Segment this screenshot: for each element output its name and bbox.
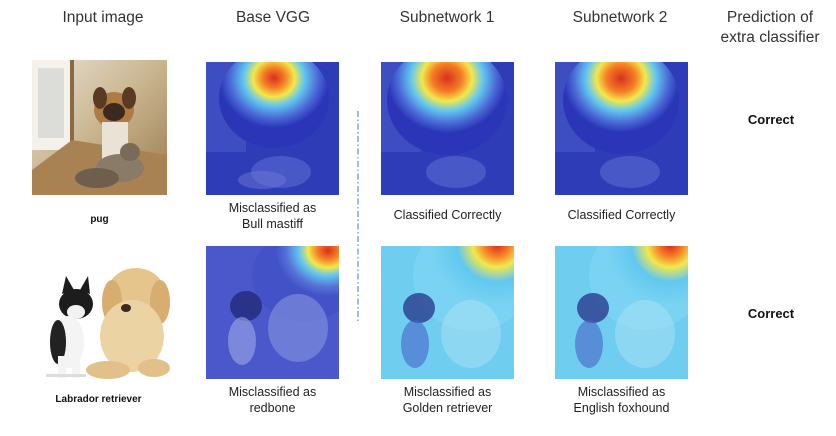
heatmap-base-vgg-labrador [206, 246, 339, 379]
input-label-pug: pug [90, 214, 109, 225]
caption-line: Misclassified as [228, 201, 317, 215]
caption-line: redbone [249, 401, 296, 415]
header-subnetwork-2: Subnetwork 2 [572, 9, 668, 26]
heatmap-subnetwork-2-pug [555, 62, 688, 195]
header-extra-line2: extra classifier [720, 29, 820, 46]
caption-base-vgg-labrador: Misclassified as redbone [196, 384, 349, 416]
prediction-pug: Correct [747, 112, 795, 127]
header-extra-classifier: Prediction of extra classifier [700, 8, 836, 48]
input-image-pug [32, 60, 167, 195]
caption-line: Misclassified as [228, 385, 317, 399]
heatmap-subnetwork-1-labrador [381, 246, 514, 379]
caption-subnetwork-2-pug: Classified Correctly [567, 208, 676, 222]
header-extra-line1: Prediction of [726, 9, 814, 26]
caption-line: Bull mastiff [242, 217, 303, 231]
heatmap-base-vgg-pug [206, 62, 339, 195]
heatmap-subnetwork-2-labrador [555, 246, 688, 379]
caption-base-vgg-pug: Misclassified as Bull mastiff [196, 200, 349, 232]
heatmap-subnetwork-1-pug [381, 62, 514, 195]
caption-subnetwork-2-labrador: Misclassified as English foxhound [544, 384, 699, 416]
input-image-labrador [26, 246, 171, 384]
header-input-image: Input image [62, 9, 144, 26]
header-base-vgg: Base VGG [235, 9, 311, 26]
caption-line: Misclassified as [403, 385, 492, 399]
caption-subnetwork-1-pug: Classified Correctly [393, 208, 502, 222]
header-subnetwork-1: Subnetwork 1 [399, 9, 495, 26]
column-divider [357, 111, 359, 321]
caption-line: Golden retriever [402, 401, 493, 415]
prediction-labrador: Correct [747, 306, 795, 321]
caption-subnetwork-1-labrador: Misclassified as Golden retriever [370, 384, 525, 416]
caption-line: English foxhound [573, 401, 670, 415]
caption-line: Misclassified as [577, 385, 666, 399]
input-label-labrador: Labrador retriever [55, 394, 142, 405]
